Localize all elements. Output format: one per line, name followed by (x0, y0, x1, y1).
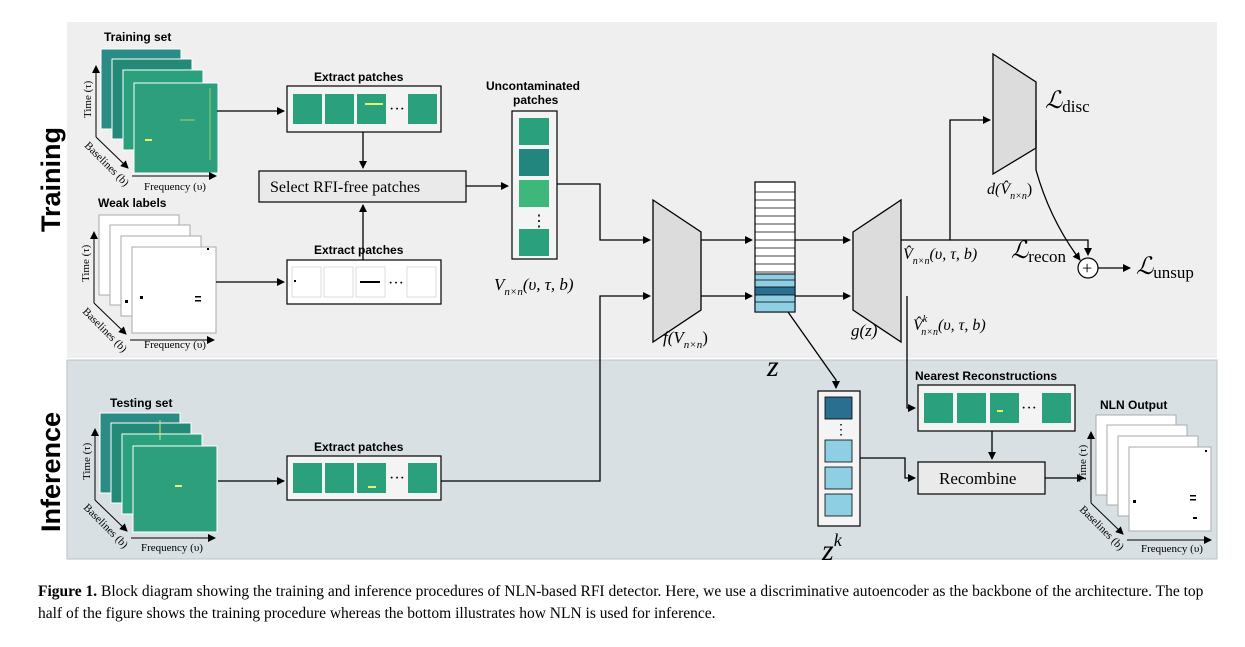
nearest-reconstructions-ellipsis: ··· (1021, 400, 1037, 417)
inference-section-label: Inference (36, 412, 66, 532)
nearest-reconstructions: Nearest Reconstructions ··· (915, 369, 1076, 432)
select-rfi-free-label: Select RFI-free patches (270, 179, 420, 196)
extract-patches-ellipsis-2: ··· (388, 275, 404, 292)
extract-patches-inference: Extract patches ··· (286, 440, 442, 501)
encoder-block (652, 198, 702, 344)
extract-patches-ellipsis: ··· (389, 101, 405, 118)
training-section-label: Training (36, 127, 66, 232)
figure-caption: Figure 1. Block diagram showing the trai… (38, 581, 1223, 625)
nln-output-title: NLN Output (1100, 398, 1167, 412)
nln-output-frequency-axis: Frequency (υ) (1141, 543, 1203, 555)
extract-patches-training: Extract patches ··· (286, 70, 442, 133)
extract-patches-ellipsis-3: ··· (389, 470, 405, 487)
extract-patches-labels: Extract patches ··· (286, 243, 442, 305)
extract-patches-label: Extract patches (314, 70, 404, 84)
encoder-symbol: f(Vn×n) (663, 328, 708, 351)
caption-label: Figure 1. (38, 583, 98, 600)
decoder-symbol: g(z) (851, 321, 878, 340)
latent-symbol: z (766, 350, 779, 383)
training-set-stack: Training set Time (τ) Baselines (b) Freq… (82, 30, 219, 193)
training-section-bg (67, 22, 1217, 358)
uncontaminated-label-line1: Uncontaminated (486, 79, 580, 93)
testing-set-title: Testing set (110, 396, 172, 410)
loss-recon: ℒrecon (1011, 238, 1067, 266)
latent-k-neighbours: ⋮ (817, 390, 861, 527)
connector-arrows (216, 107, 1131, 485)
nln-output-time-axis: Time (τ) (1077, 444, 1089, 482)
weak-labels-frequency-axis: Frequency (υ) (144, 339, 206, 351)
testing-set-frequency-axis: Frequency (υ) (141, 542, 203, 554)
training-set-time-axis: Time (τ) (82, 80, 94, 118)
loss-disc: ℒdisc (1045, 88, 1090, 116)
nearest-reconstructions-label: Nearest Reconstructions (915, 369, 1057, 383)
discriminator-symbol: d(V̂n×n) (987, 179, 1032, 202)
uncontaminated-patches: Uncontaminated patches ⋮ (486, 79, 580, 260)
weak-labels-stack: Weak labels Time (τ) Baselines (b) Frequ… (80, 196, 217, 355)
decoder-block (852, 198, 902, 344)
weak-labels-time-axis: Time (τ) (80, 244, 92, 282)
recombine-label: Recombine (939, 469, 1016, 488)
latent-k-symbol: zk (821, 530, 843, 567)
testing-set-time-axis: Time (τ) (81, 442, 93, 480)
uncontaminated-label-line2: patches (513, 93, 559, 107)
weak-labels-title: Weak labels (98, 196, 167, 210)
caption-text: Block diagram showing the training and i… (38, 583, 1204, 622)
training-set-frequency-axis: Frequency (υ) (144, 181, 206, 193)
training-set-title: Training set (104, 30, 171, 44)
latent-vector (754, 181, 796, 313)
reconstruction-symbol: V̂n×n(υ, τ, b) (903, 244, 977, 267)
extract-patches-label-3: Extract patches (314, 440, 404, 454)
uncontaminated-ellipsis: ⋮ (531, 213, 547, 230)
latent-k-ellipsis: ⋮ (834, 423, 848, 438)
loss-unsup: ℒunsup (1136, 254, 1194, 282)
extract-patches-label-2: Extract patches (314, 243, 404, 257)
input-patch-symbol: Vn×n(υ, τ, b) (494, 275, 574, 298)
sum-symbol: + (1082, 258, 1092, 278)
